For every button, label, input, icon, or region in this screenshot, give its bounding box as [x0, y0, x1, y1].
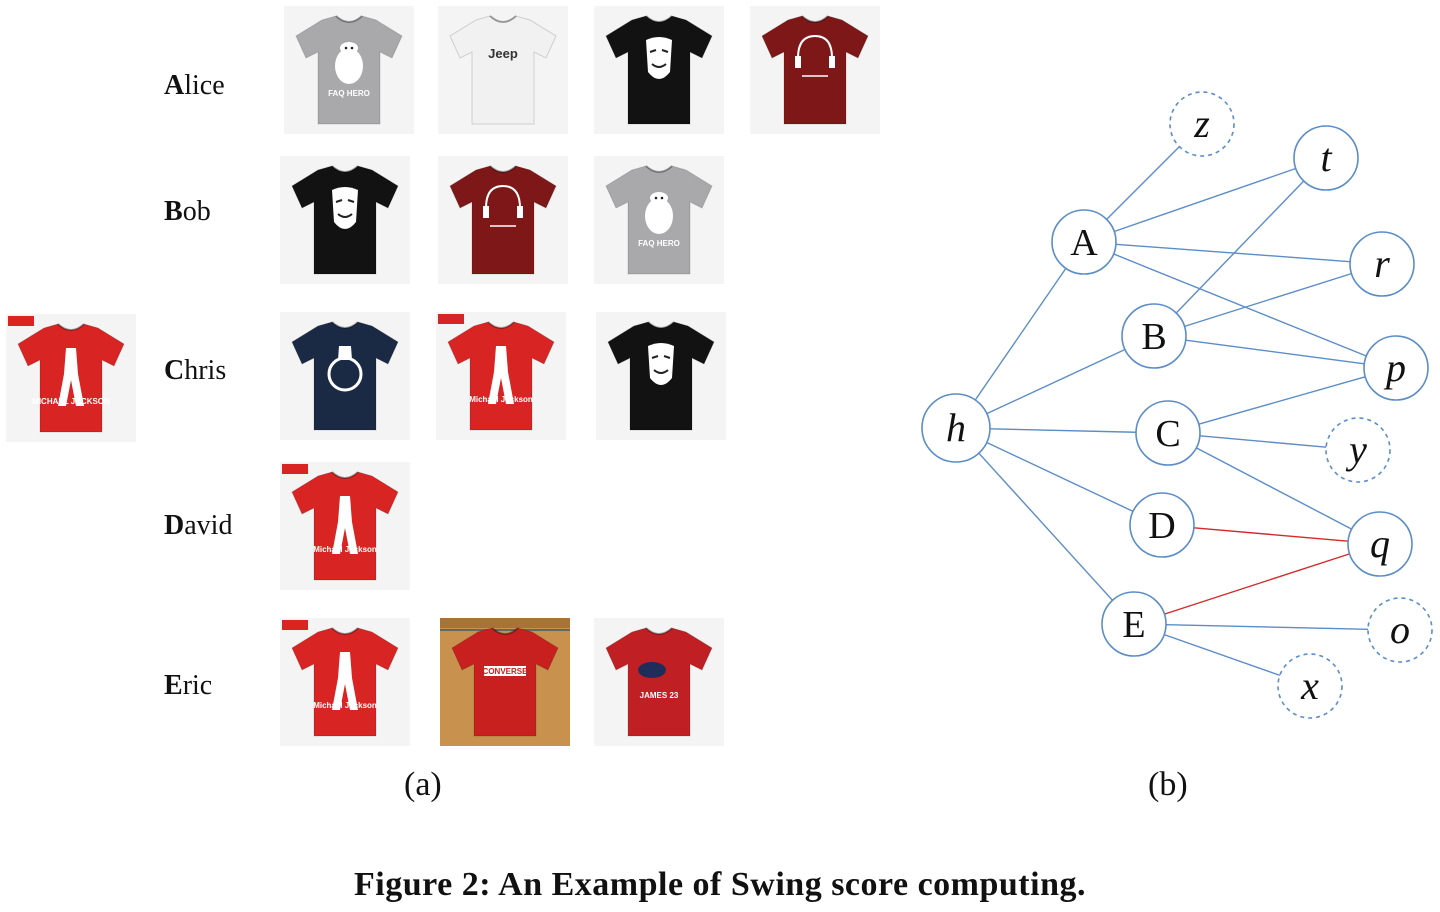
user-label-alice: Alice	[164, 70, 225, 102]
node-label-D: D	[1148, 505, 1175, 547]
edge-C-p	[1198, 376, 1366, 425]
user-label-bob: Bob	[164, 196, 211, 228]
svg-text:FAQ HERO: FAQ HERO	[328, 89, 370, 98]
node-p	[1363, 335, 1429, 401]
node-D	[1129, 492, 1195, 558]
node-label-q: q	[1370, 521, 1390, 566]
node-y	[1325, 417, 1391, 483]
edge-h-A	[974, 267, 1067, 401]
edge-C-q	[1196, 447, 1352, 530]
edge-B-p	[1185, 339, 1365, 365]
node-A	[1051, 209, 1117, 275]
edge-E-q	[1164, 553, 1350, 615]
shirt-image	[280, 156, 410, 284]
node-x	[1277, 653, 1343, 719]
svg-text:JAMES 23: JAMES 23	[640, 691, 679, 700]
svg-text:Jeep: Jeep	[488, 46, 518, 61]
svg-text:FAQ HERO: FAQ HERO	[638, 239, 680, 248]
edge-D-q	[1193, 527, 1349, 542]
node-label-E: E	[1122, 604, 1145, 646]
user-initial: B	[164, 196, 183, 227]
edge-A-z	[1106, 146, 1180, 220]
shirt-image	[750, 6, 880, 134]
shirt-image: JAMES 23	[594, 618, 724, 746]
user-label-eric: Eric	[164, 670, 212, 702]
user-label-chris: Chris	[164, 355, 226, 387]
shirt-image: Michael Jackson	[280, 618, 410, 746]
node-z	[1169, 91, 1235, 157]
user-name-rest: avid	[184, 510, 233, 541]
shirt-image	[280, 312, 410, 440]
edge-h-C	[989, 428, 1137, 433]
node-q	[1347, 511, 1413, 577]
node-label-r: r	[1374, 241, 1390, 286]
user-name-rest: hris	[184, 355, 227, 386]
node-label-o: o	[1390, 607, 1410, 652]
panel-label-a: (a)	[404, 766, 442, 803]
user-initial: E	[164, 670, 183, 701]
edge-h-B	[986, 348, 1126, 415]
node-label-t: t	[1320, 135, 1332, 180]
node-r	[1349, 231, 1415, 297]
shirt-image: FAQ HERO	[284, 6, 414, 134]
target-shirt-image: MICHAEL JACKSON	[6, 314, 136, 442]
node-B	[1121, 303, 1187, 369]
edge-C-y	[1199, 435, 1327, 448]
swing-graph: h A B C D Ez t r py qo x	[921, 91, 1433, 719]
edge-h-E	[978, 452, 1114, 601]
node-t	[1293, 125, 1359, 191]
edge-h-D	[986, 441, 1134, 513]
edge-A-t	[1114, 167, 1296, 233]
svg-text:Michael Jackson: Michael Jackson	[469, 395, 533, 404]
user-name-rest: ob	[182, 196, 211, 227]
user-initial: D	[164, 510, 185, 541]
node-E	[1101, 591, 1167, 657]
node-label-z: z	[1193, 101, 1210, 146]
node-label-p: p	[1383, 345, 1406, 390]
shirt-image	[596, 312, 726, 440]
node-label-y: y	[1345, 427, 1367, 472]
shirt-image: FAQ HERO	[594, 156, 724, 284]
edge-B-r	[1184, 272, 1352, 328]
shirt-image: Jeep	[438, 6, 568, 134]
user-initial: C	[164, 355, 185, 386]
edge-A-r	[1115, 243, 1351, 263]
svg-text:CONVERSE: CONVERSE	[483, 667, 529, 676]
edge-E-o	[1165, 624, 1369, 630]
user-name-rest: lice	[184, 70, 225, 101]
user-initial: A	[164, 70, 185, 101]
edge-E-x	[1163, 633, 1281, 677]
node-label-C: C	[1155, 413, 1180, 455]
node-C	[1135, 400, 1201, 466]
shirt-image	[438, 156, 568, 284]
shirt-image: Michael Jackson	[280, 462, 410, 590]
node-label-x: x	[1300, 663, 1319, 708]
figure-caption: Figure 2: An Example of Swing score comp…	[354, 866, 1086, 903]
shirt-image: Michael Jackson	[436, 312, 566, 440]
node-label-B: B	[1141, 316, 1166, 358]
edge-B-t	[1175, 180, 1305, 314]
shirt-image: CONVERSE	[440, 618, 570, 746]
shirt-image	[594, 6, 724, 134]
node-h	[921, 393, 991, 463]
node-label-h: h	[946, 405, 966, 450]
svg-text:Michael Jackson: Michael Jackson	[313, 545, 377, 554]
edge-A-p	[1113, 253, 1367, 357]
panel-label-b: (b)	[1148, 766, 1188, 803]
user-name-rest: ric	[182, 670, 213, 701]
node-o	[1367, 597, 1433, 663]
svg-text:MICHAEL JACKSON: MICHAEL JACKSON	[32, 397, 110, 406]
node-label-A: A	[1070, 222, 1098, 264]
svg-text:Michael Jackson: Michael Jackson	[313, 701, 377, 710]
user-label-david: David	[164, 510, 232, 542]
